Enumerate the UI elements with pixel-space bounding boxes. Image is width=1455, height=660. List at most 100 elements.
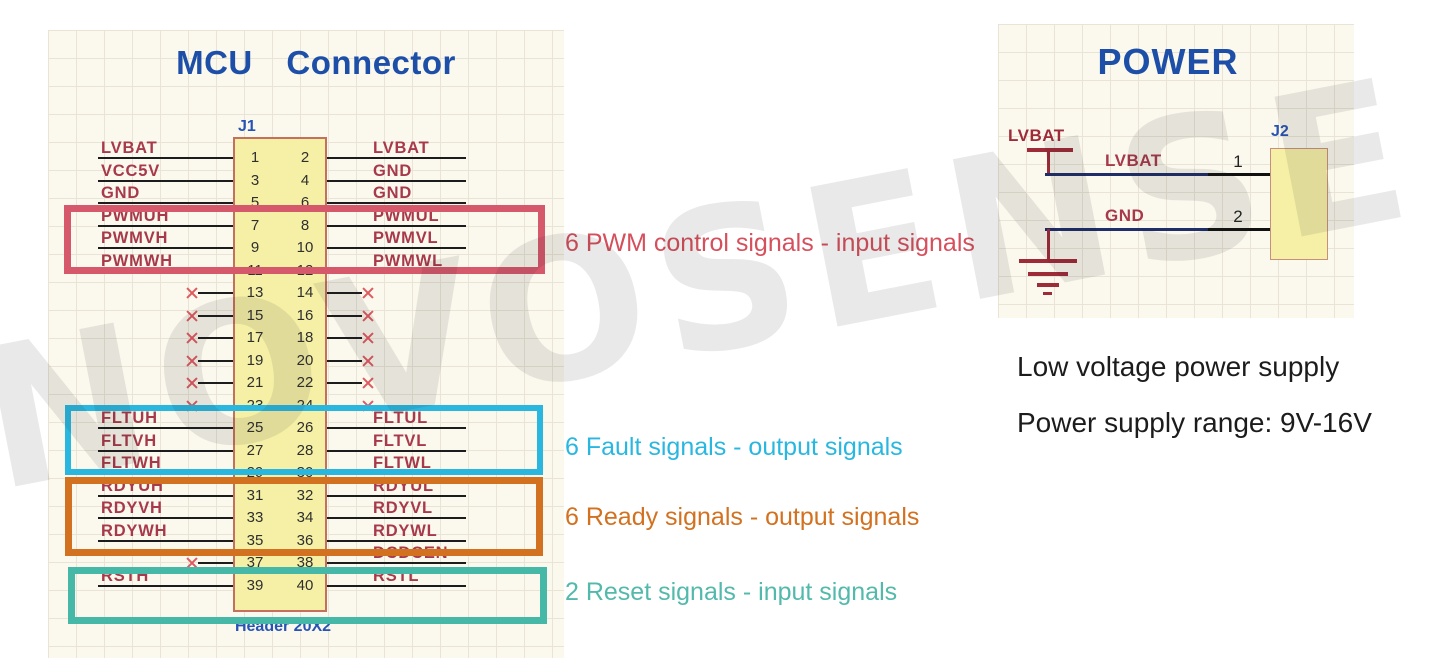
- wire-right: [327, 247, 466, 249]
- pin-number: 8: [300, 216, 310, 234]
- wire-left: [98, 224, 233, 227]
- net-label-left: GND: [101, 184, 141, 202]
- j2-refdes: J2: [1271, 123, 1289, 140]
- net-label-lvbat: LVBAT: [1105, 151, 1162, 170]
- pin-number: 3: [250, 171, 260, 189]
- wire-left: [98, 247, 233, 249]
- pin-number: 1: [250, 149, 260, 166]
- no-connect-icon: [361, 309, 375, 323]
- j2-pin1-number: 1: [1233, 152, 1243, 171]
- wire-right: [327, 224, 466, 227]
- net-label-left: PWMVH: [101, 229, 169, 247]
- no-connect-icon: [185, 286, 199, 300]
- pin-number: 22: [296, 374, 314, 391]
- net-label-right: RDYVL: [373, 499, 433, 517]
- wire-left: [98, 539, 233, 542]
- pin-number: 28: [296, 441, 314, 459]
- pwm-annotation: 6 PWM control signals - input signals: [565, 229, 975, 257]
- gnd-wire: [1045, 228, 1208, 231]
- nc-stub-left: [198, 292, 233, 294]
- net-label-right: FLTWL: [373, 454, 432, 472]
- nc-stub-left: [198, 562, 233, 564]
- net-label-left: FLTVH: [101, 431, 157, 450]
- net-label-right: GND: [373, 184, 413, 202]
- net-label-right: PWMWL: [373, 251, 443, 270]
- ready-annotation: 6 Ready signals - output signals: [565, 503, 920, 531]
- nc-stub-left: [198, 314, 233, 317]
- wire-left: [98, 517, 233, 519]
- wire-right: [327, 562, 466, 564]
- pin-number: 38: [296, 554, 314, 571]
- nc-stub-left: [198, 337, 233, 339]
- net-label-gnd: GND: [1105, 206, 1145, 225]
- lvbat-wire: [1045, 173, 1208, 176]
- j1-connector-body: [233, 137, 327, 612]
- wire-left: [98, 157, 233, 159]
- pin-number: 18: [296, 329, 314, 346]
- no-connect-icon: [185, 309, 199, 323]
- pin-number: 13: [246, 284, 264, 301]
- pin-number: 34: [296, 509, 314, 526]
- wire-left: [98, 179, 233, 182]
- ground-bar-1: [1019, 259, 1077, 263]
- lvbat-supply-label: LVBAT: [1008, 126, 1065, 145]
- power-note-line1: Low voltage power supply: [1017, 351, 1340, 382]
- wire-right: [327, 539, 466, 542]
- power-rail-icon: [1027, 148, 1073, 152]
- pin-number: 10: [296, 239, 314, 256]
- j1-refdes: J1: [238, 118, 256, 135]
- net-label-right: FLTUL: [373, 409, 429, 427]
- net-label-left: PWMWH: [101, 251, 173, 270]
- ground-bar-3: [1037, 283, 1059, 287]
- wire-right: [327, 427, 466, 429]
- pin-number: 31: [246, 486, 264, 504]
- pin-number: 17: [246, 329, 264, 346]
- pin-number: 15: [246, 306, 264, 324]
- wire-right: [327, 494, 466, 497]
- net-label-left: RDYVH: [101, 499, 163, 517]
- wire-left: [98, 449, 233, 452]
- j2-pin2-stub: [1208, 228, 1270, 231]
- pin-number: 32: [296, 486, 314, 504]
- pin-number: 25: [246, 419, 264, 436]
- net-label-right: RDYWL: [373, 521, 438, 540]
- pin-number: 37: [246, 554, 264, 571]
- wire-left: [98, 494, 233, 497]
- nc-stub-right: [327, 359, 362, 362]
- net-label-left: VCC5V: [101, 161, 161, 180]
- ground-icon: [1047, 229, 1050, 260]
- pin-number: 39: [246, 576, 264, 594]
- wire-right: [327, 202, 466, 204]
- net-label-right: PWMVL: [373, 229, 439, 247]
- wire-right: [327, 517, 466, 519]
- wire-left: [98, 427, 233, 429]
- net-label-right: GND: [373, 161, 413, 180]
- nc-stub-right: [327, 337, 362, 339]
- ready-group-box: [65, 477, 543, 556]
- fault-group-box: [65, 405, 543, 475]
- reset-group-box: [68, 567, 547, 624]
- power-sheet: POWER LVBAT LVBAT 1 GND 2 J2: [998, 24, 1354, 318]
- pin-number: 4: [300, 171, 310, 189]
- pin-number: 35: [246, 531, 264, 549]
- nc-stub-left: [198, 359, 233, 362]
- nc-stub-left: [198, 382, 233, 384]
- no-connect-icon: [361, 331, 375, 345]
- pin-number: 7: [250, 216, 260, 234]
- power-note-line2: Power supply range: 9V-16V: [1017, 407, 1372, 438]
- power-sheet-title: POWER: [1097, 41, 1239, 82]
- pin-number: 20: [296, 351, 314, 369]
- mcu-sheet-title: MCU Connector: [176, 44, 456, 81]
- ground-bar-4: [1043, 292, 1052, 295]
- wire-left: [98, 202, 233, 204]
- pin-number: 27: [246, 441, 264, 459]
- pin-number: 19: [246, 351, 264, 369]
- power-rail-stem: [1047, 151, 1050, 175]
- wire-right: [327, 179, 466, 182]
- pin-number: 33: [246, 509, 264, 526]
- no-connect-icon: [361, 376, 375, 390]
- pin-number: 40: [296, 576, 314, 594]
